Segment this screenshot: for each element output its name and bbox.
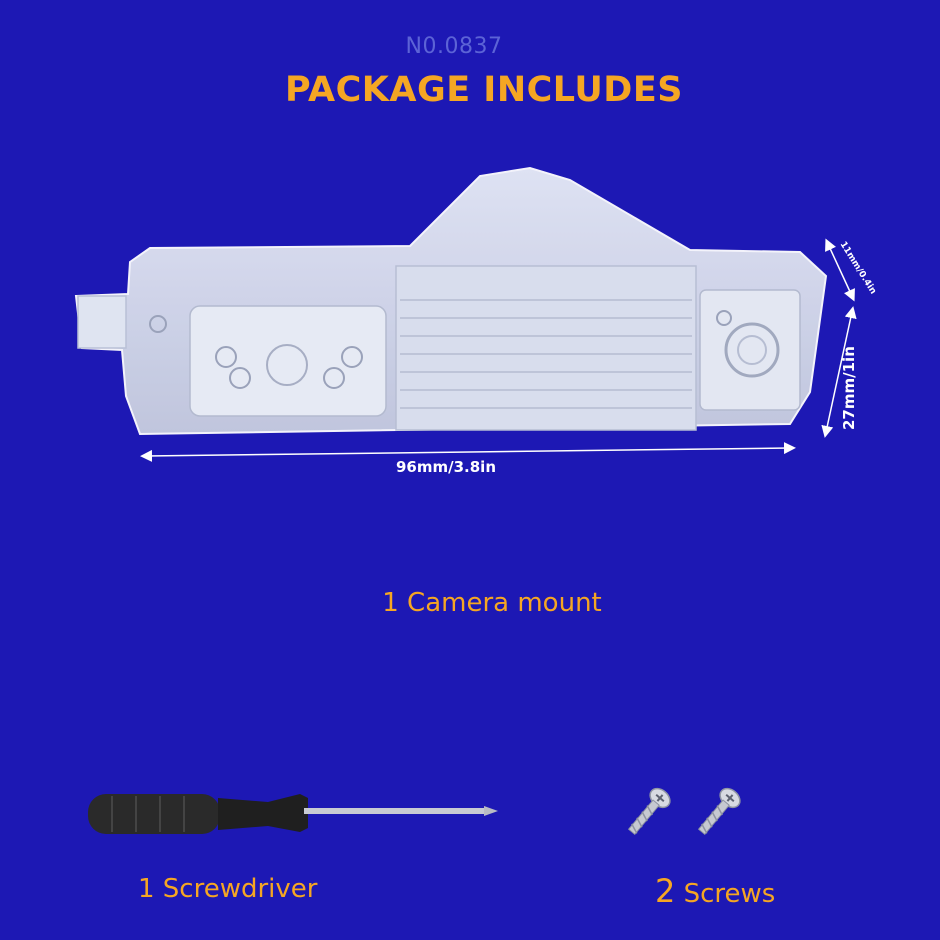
screwdriver-image <box>88 794 498 834</box>
dimension-arrows <box>140 238 857 462</box>
screws-image <box>627 787 741 835</box>
depth-arrow <box>825 238 855 302</box>
page-title: PACKAGE INCLUDES <box>285 70 683 110</box>
camera-mount-image <box>74 166 828 436</box>
height-arrow <box>821 306 857 438</box>
screwdriver-label: 1 Screwdriver <box>138 874 318 904</box>
width-dimension-label: 96mm/3.8in <box>396 458 497 476</box>
screws-count: 2 <box>655 872 676 910</box>
height-dimension-label: 27mm/1in <box>840 346 858 430</box>
width-arrow <box>140 442 796 462</box>
screws-text: Screws <box>675 879 776 909</box>
screws-label: 2 Screws <box>655 872 775 910</box>
product-code: N0.0837 <box>405 34 503 59</box>
camera-mount-label: 1 Camera mount <box>382 588 602 618</box>
